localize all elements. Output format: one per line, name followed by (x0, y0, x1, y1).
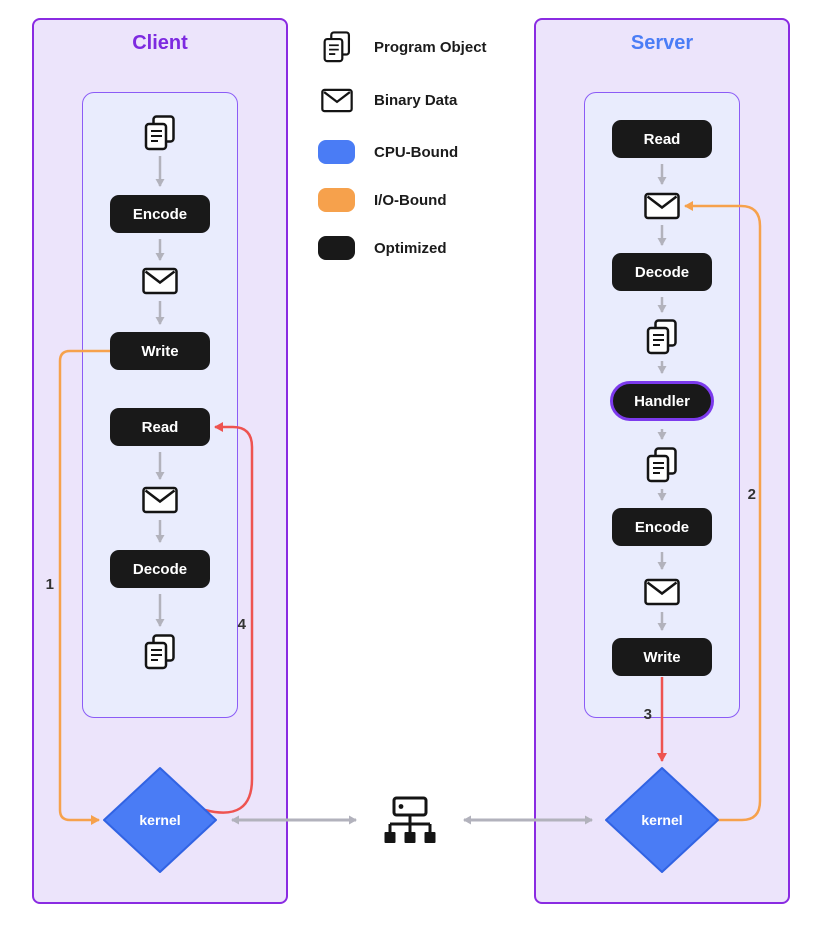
binary-data-icon (142, 267, 178, 295)
flow-line-4 (204, 422, 254, 814)
client-decode-node: Decode (110, 550, 210, 588)
server-handler-node: Handler (610, 381, 714, 421)
flow-label-3: 3 (643, 706, 652, 723)
client-read-node: Read (110, 408, 210, 446)
program-object-icon (645, 447, 679, 483)
legend-label-io-bound: I/O-Bound (374, 192, 447, 209)
legend-swatch-io-bound (318, 188, 355, 212)
legend-swatch-optimized (318, 236, 355, 260)
flow-line-2 (684, 201, 762, 822)
flow-line-1 (58, 349, 110, 825)
server-write-label: Write (643, 648, 681, 666)
server-encode-node: Encode (612, 508, 712, 546)
server-handler-label: Handler (634, 392, 690, 410)
binary-data-icon (142, 486, 178, 514)
network-icon (382, 795, 438, 849)
server-kernel-diamond (605, 767, 719, 873)
legend-label-program-object: Program Object (374, 39, 487, 56)
legend-label-binary-data: Binary Data (374, 92, 458, 109)
client-decode-label: Decode (132, 560, 188, 578)
client-write-node: Write (110, 332, 210, 370)
server-panel-title: Server (630, 32, 694, 54)
flow-label-2: 2 (747, 486, 756, 503)
legend-binary-data-icon (321, 88, 353, 113)
server-decode-label: Decode (634, 263, 690, 281)
client-panel-title: Client (132, 32, 188, 54)
flow-label-1: 1 (45, 576, 54, 593)
program-object-icon (143, 115, 177, 151)
server-encode-label: Encode (634, 518, 690, 536)
client-encode-node: Encode (110, 195, 210, 233)
server-read-node: Read (612, 120, 712, 158)
client-write-label: Write (141, 342, 179, 360)
client-kernel-label: kernel (139, 812, 181, 828)
binary-data-icon (644, 192, 680, 220)
client-read-label: Read (141, 418, 179, 436)
client-encode-label: Encode (132, 205, 188, 223)
server-kernel-label: kernel (641, 812, 683, 828)
legend-swatch-cpu-bound (318, 140, 355, 164)
program-object-icon (645, 319, 679, 355)
server-write-node: Write (612, 638, 712, 676)
legend-program-object-icon (322, 31, 352, 63)
server-decode-node: Decode (612, 253, 712, 291)
client-kernel-diamond (103, 767, 217, 873)
legend-label-cpu-bound: CPU-Bound (374, 144, 459, 161)
program-object-icon (143, 634, 177, 670)
server-read-label: Read (643, 130, 681, 148)
binary-data-icon (644, 578, 680, 606)
flow-label-4: 4 (237, 616, 246, 633)
legend-label-optimized: Optimized (374, 240, 447, 257)
